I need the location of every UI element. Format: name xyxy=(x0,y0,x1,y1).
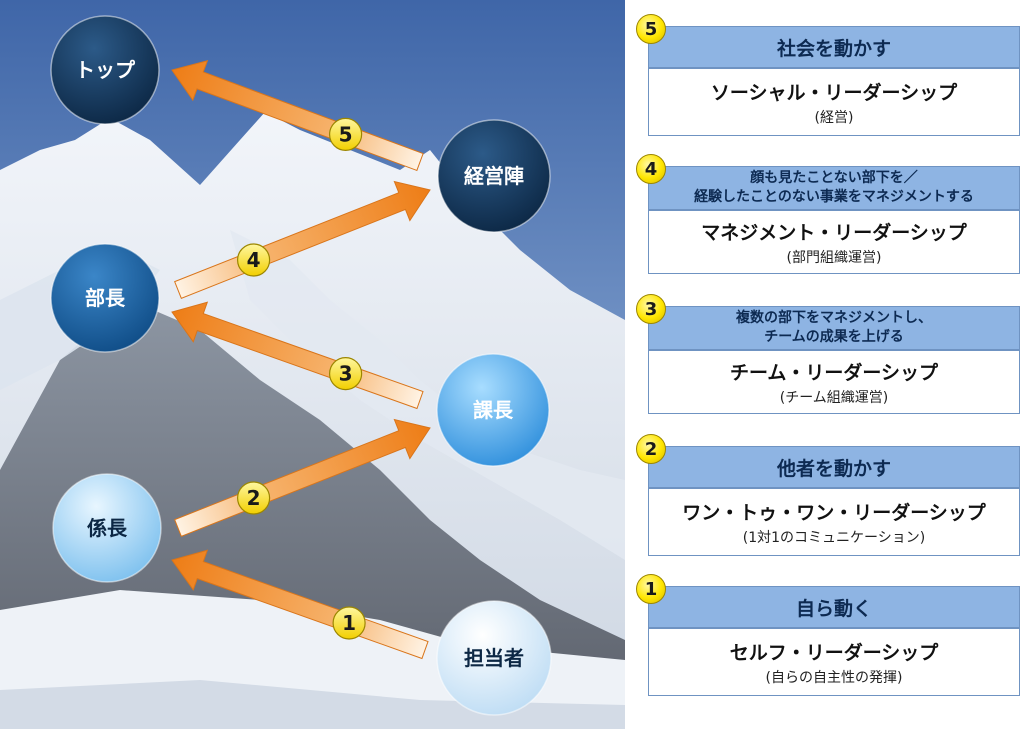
node-kacho: 課長 xyxy=(436,353,550,467)
step-badge-number: 2 xyxy=(247,486,261,510)
level-header: 自ら動く xyxy=(648,586,1020,628)
level-panel-5: 社会を動かすソーシャル・リーダーシップ (経営) xyxy=(648,26,1020,136)
level-panel-4: 顔も見たことない部下を／ 経験したことのない事業をマネジメントするマネジメント・リ… xyxy=(648,166,1020,274)
level-panel-3: 複数の部下をマネジメントし、チームの成果を上げるチーム・リーダーシップ (チーム組… xyxy=(648,306,1020,414)
step-badge-number: 4 xyxy=(247,248,261,272)
step-badge-1: 1 xyxy=(332,606,366,640)
level-header: 社会を動かす xyxy=(648,26,1020,68)
level-header: 他者を動かす xyxy=(648,446,1020,488)
level-badge-1: 1 xyxy=(636,574,666,604)
arrow-step-4 xyxy=(174,180,431,300)
node-exec: 経営陣 xyxy=(437,119,551,233)
level-header-line: チームの成果を上げる xyxy=(764,329,904,345)
level-subtitle: (自らの自主性の発揮) xyxy=(765,669,903,686)
glacier-shadow xyxy=(0,680,625,729)
level-header-line: 経験したことのない事業をマネジメントする xyxy=(694,189,974,205)
level-panel-2: 他者を動かすワン・トゥ・ワン・リーダーシップ (1対1のコミュニケーション) xyxy=(648,446,1020,556)
level-title: ソーシャル・リーダーシップ xyxy=(710,81,958,104)
level-badge-3: 3 xyxy=(636,294,666,324)
node-label: トップ xyxy=(75,58,136,82)
level-header: 複数の部下をマネジメントし、チームの成果を上げる xyxy=(648,306,1020,350)
node-top: トップ xyxy=(50,15,160,125)
level-subtitle: (1対1のコミュニケーション) xyxy=(742,529,926,546)
node-label: 課長 xyxy=(473,398,514,422)
level-header-line: 顔も見たことない部下を／ xyxy=(750,170,918,186)
level-title: チーム・リーダーシップ xyxy=(729,361,939,384)
level-title: セルフ・リーダーシップ xyxy=(729,641,939,664)
level-subtitle: (チーム組織運営) xyxy=(779,389,889,406)
step-badge-number: 3 xyxy=(339,362,353,386)
step-badge-number: 5 xyxy=(339,122,353,146)
node-kakaricho: 係長 xyxy=(52,473,162,583)
level-badge-5: 5 xyxy=(636,14,666,44)
node-bucho: 部長 xyxy=(50,243,160,353)
level-body: セルフ・リーダーシップ (自らの自主性の発揮) xyxy=(648,628,1020,696)
step-badge-5: 5 xyxy=(329,117,363,151)
level-body: ソーシャル・リーダーシップ (経営) xyxy=(648,68,1020,136)
step-badge-2: 2 xyxy=(237,481,271,515)
level-body: チーム・リーダーシップ (チーム組織運営) xyxy=(648,350,1020,414)
arrow-step-5 xyxy=(171,60,424,172)
arrow-step-1 xyxy=(171,549,429,660)
step-badge-4: 4 xyxy=(237,243,271,277)
level-panel-1: 自ら動くセルフ・リーダーシップ (自らの自主性の発揮) xyxy=(648,586,1020,696)
level-title: ワン・トゥ・ワン・リーダーシップ xyxy=(682,501,986,524)
node-label: 部長 xyxy=(85,286,126,310)
node-label: 担当者 xyxy=(464,646,524,670)
node-tanto: 担当者 xyxy=(436,600,552,716)
arrow-step-2 xyxy=(174,418,431,538)
arrow-step-3 xyxy=(171,301,424,410)
level-title: マネジメント・リーダーシップ xyxy=(701,221,967,244)
level-header-line: 複数の部下をマネジメントし、 xyxy=(736,310,932,326)
step-badge-number: 1 xyxy=(342,611,356,635)
level-body: ワン・トゥ・ワン・リーダーシップ (1対1のコミュニケーション) xyxy=(648,488,1020,556)
level-badge-4: 4 xyxy=(636,154,666,184)
mountain-snow-streaks xyxy=(230,230,625,560)
node-label: 係長 xyxy=(87,516,128,540)
node-label: 経営陣 xyxy=(464,164,524,188)
level-badge-2: 2 xyxy=(636,434,666,464)
level-header: 顔も見たことない部下を／ 経験したことのない事業をマネジメントする xyxy=(648,166,1020,210)
step-badge-3: 3 xyxy=(329,357,363,391)
level-subtitle: (経営) xyxy=(814,109,854,126)
level-header-line: 社会を動かす xyxy=(776,37,891,60)
level-body: マネジメント・リーダーシップ (部門組織運営) xyxy=(648,210,1020,274)
level-header-line: 他者を動かす xyxy=(776,457,891,480)
level-subtitle: (部門組織運営) xyxy=(786,249,882,266)
level-header-line: 自ら動く xyxy=(795,597,872,620)
